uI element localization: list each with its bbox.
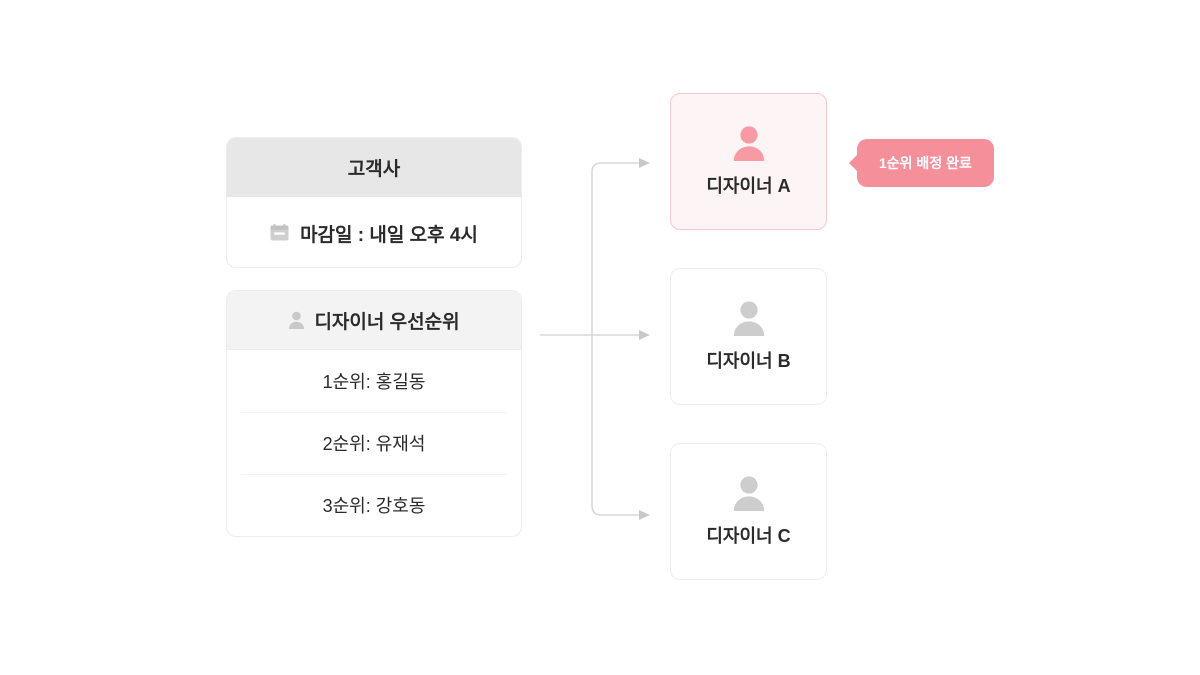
designer-card-label: 디자이너 A (706, 176, 791, 196)
priority-row[interactable]: 3순위: 강호동 (227, 474, 521, 536)
priority-card-title: 디자이너 우선순위 (314, 311, 460, 333)
person-icon (732, 300, 766, 336)
priority-card-header: 디자이너 우선순위 (227, 291, 521, 350)
client-card-header: 고객사 (227, 138, 521, 197)
calendar-icon (270, 224, 289, 242)
designer-priority-card: 디자이너 우선순위 1순위: 홍길동 2순위: 유재석 3순위: 강호동 (226, 290, 522, 537)
priority-row[interactable]: 1순위: 홍길동 (227, 350, 521, 412)
priority-row-label: 3순위: 강호동 (322, 496, 426, 516)
designer-card-c[interactable]: 디자이너 C (670, 443, 827, 580)
designer-card-label: 디자이너 C (706, 526, 791, 546)
designer-card-a[interactable]: 디자이너 A (670, 93, 827, 230)
person-icon (732, 475, 766, 511)
designer-card-label: 디자이너 B (706, 351, 791, 371)
designer-card-b[interactable]: 디자이너 B (670, 268, 827, 405)
client-deadline-row: 마감일 : 내일 오후 4시 (227, 197, 521, 267)
tooltip-tail (849, 154, 858, 172)
priority-row-label: 1순위: 홍길동 (322, 372, 426, 392)
priority-row[interactable]: 2순위: 유재석 (227, 412, 521, 474)
client-card: 고객사 마감일 : 내일 오후 4시 (226, 137, 522, 268)
person-icon (732, 125, 766, 161)
person-icon (288, 311, 305, 329)
client-card-title: 고객사 (347, 159, 401, 180)
client-deadline-label: 마감일 : 내일 오후 4시 (300, 224, 478, 246)
tooltip-label: 1순위 배정 완료 (879, 155, 972, 171)
assignment-tooltip: 1순위 배정 완료 (849, 139, 994, 187)
priority-row-label: 2순위: 유재석 (322, 434, 426, 454)
